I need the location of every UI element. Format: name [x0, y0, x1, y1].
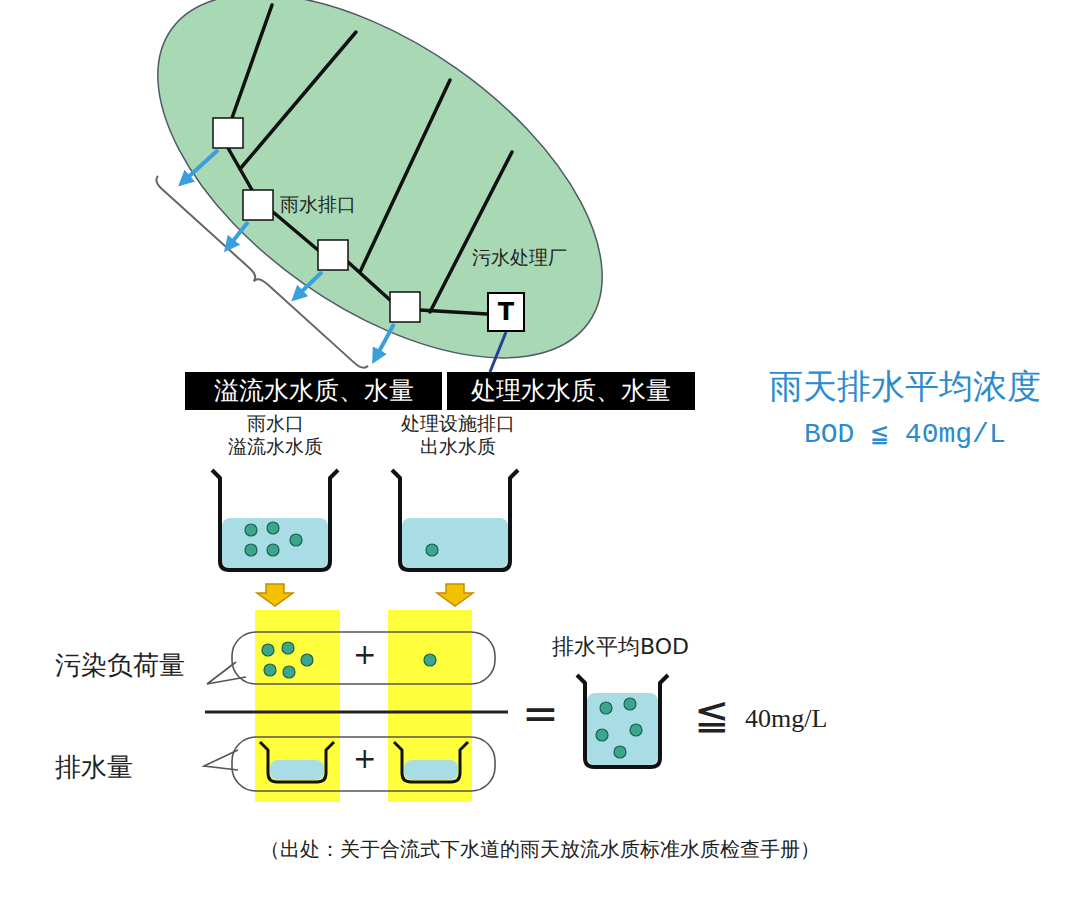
callout-bubble	[232, 632, 495, 684]
heading-label: 雨天排水平均浓度	[769, 366, 1041, 407]
beaker	[212, 470, 338, 570]
area-label: 雨水排口	[280, 193, 356, 216]
pollutant-dot	[424, 654, 436, 666]
pollutant-dot	[264, 664, 276, 676]
sewer-pipe	[430, 152, 512, 312]
operator-sign: +	[353, 638, 376, 672]
overflow-label-box: 溢流水水质、水量	[185, 372, 442, 410]
yellow-band	[255, 610, 340, 802]
callout-bubble	[204, 632, 495, 791]
pollutant-dot	[614, 746, 626, 758]
beaker	[587, 693, 658, 765]
sewer-pipe	[240, 32, 356, 169]
beaker	[392, 470, 518, 570]
operator-sign: +	[353, 742, 376, 776]
term-label: 排水量	[55, 752, 133, 783]
beaker	[212, 470, 338, 570]
pollutant-dot	[301, 654, 313, 666]
rain-outlet-box	[390, 292, 420, 322]
plant-symbol: T	[498, 298, 514, 327]
outlet-caption: 雨水口 溢流水水质	[228, 412, 323, 458]
sewer-pipe	[273, 212, 318, 250]
treatment-plant-box: T	[487, 292, 525, 332]
overflow-arrow	[229, 222, 248, 246]
rain-outlet-box	[318, 240, 348, 270]
beaker	[212, 470, 668, 782]
pollutant-dot	[426, 544, 438, 556]
service-area-outline	[95, 0, 664, 430]
sewer-pipe	[360, 80, 450, 272]
callout-bubble	[232, 737, 495, 791]
overflow-arrow	[184, 150, 394, 357]
standard-label: BOD ≦ 40mg/L	[804, 418, 1006, 452]
pollutant-dot	[630, 724, 642, 736]
sewer-pipe	[228, 5, 512, 314]
outlet-caption: 处理设施排口 出水水质	[401, 412, 515, 458]
pollutant-dot	[262, 644, 274, 656]
beaker	[577, 675, 668, 767]
area-label: 污水处理厂	[472, 246, 567, 269]
box-label: 溢流水水质、水量	[214, 376, 414, 406]
pollutant-dot	[267, 544, 279, 556]
callout-bubble	[204, 750, 238, 770]
fraction-line	[205, 712, 508, 713]
pollutant-dot	[267, 522, 279, 534]
sewer-pipe	[228, 148, 252, 190]
sewer-pipe	[420, 310, 487, 314]
pollutant-dot	[624, 698, 636, 710]
rain-outlet-box	[213, 118, 243, 148]
connector-line	[490, 332, 506, 372]
pollutant-dot	[596, 729, 608, 741]
yellow-band	[255, 610, 472, 802]
beaker	[222, 518, 328, 568]
yellow-band	[388, 610, 472, 802]
sewer-pipe	[232, 5, 272, 118]
pollutant-dot	[290, 534, 302, 546]
yellow-arrow	[257, 584, 293, 606]
pollutant-dot	[245, 524, 257, 536]
box-label: 处理水水质、水量	[471, 376, 671, 406]
source-caption: （出处：关于合流式下水道的雨天放流水质标准水质检查手册）	[0, 836, 1080, 863]
callout-bubble	[207, 662, 246, 684]
beaker	[577, 675, 668, 767]
yellow-arrow	[437, 584, 473, 606]
overflow-arrow	[297, 272, 322, 296]
term-label: 污染负荷量	[55, 650, 185, 681]
overflow-arrow	[376, 324, 394, 357]
service-area-outline	[150, 0, 610, 350]
beaker	[394, 742, 468, 782]
fraction-line	[205, 711, 508, 714]
pollutant-dot	[282, 642, 294, 654]
pollutant-dot	[245, 544, 257, 556]
sewer-pipe	[348, 262, 390, 300]
beaker	[260, 742, 334, 782]
beaker	[404, 760, 458, 780]
beaker	[392, 470, 518, 570]
yellow-arrow	[257, 584, 473, 606]
service-area: 雨水排口污水处理厂 T	[150, 0, 610, 350]
pollutant-dot	[283, 666, 295, 678]
rain-outlet-box	[213, 118, 420, 322]
pollutant-dot	[600, 702, 612, 714]
beaker	[394, 742, 468, 782]
rain-outlet-box	[243, 190, 273, 220]
limit-value: 40mg/L	[745, 703, 827, 734]
beaker	[260, 742, 334, 782]
beaker	[270, 760, 324, 780]
beaker	[402, 518, 508, 568]
treated-label-box: 处理水水质、水量	[447, 372, 695, 410]
overflow-arrow	[184, 150, 218, 181]
result-label: 排水平均BOD	[552, 634, 689, 660]
operator-sign: ≦	[694, 690, 729, 740]
operator-sign: =	[522, 688, 559, 741]
